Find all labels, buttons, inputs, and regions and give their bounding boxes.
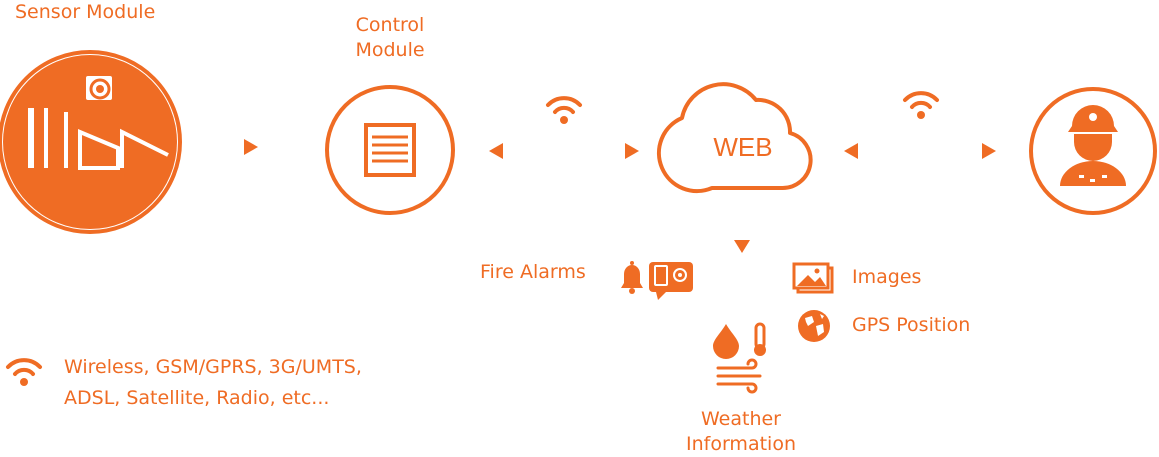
connectivity-legend-text: Wireless, GSM/GPRS, 3G/UMTS, ADSL, Satel… <box>64 352 362 414</box>
control-panel-icon <box>364 123 416 177</box>
legend-line1: Wireless, GSM/GPRS, 3G/UMTS, <box>64 356 362 378</box>
web-label: WEB <box>713 132 772 162</box>
wind-icon <box>716 358 762 394</box>
web-cloud-node: WEB <box>656 82 813 194</box>
camera-icon <box>79 72 116 118</box>
weather-label-line1: Weather <box>701 408 781 430</box>
images-icon <box>792 262 834 294</box>
cloud-icon <box>656 82 813 194</box>
factory-icon <box>3 55 177 229</box>
images-label: Images <box>852 266 922 288</box>
control-module-label-line2: Module <box>355 39 425 61</box>
weather-label-line2: Information <box>686 433 796 455</box>
arrow-left-web-to-control <box>489 143 503 159</box>
arrow-left-firefighter-to-web <box>844 143 858 159</box>
arrow-right-web-to-firefighter <box>982 143 996 159</box>
fire-alarms-label: Fire Alarms <box>480 261 586 283</box>
water-drop-icon <box>713 324 739 359</box>
weather-information-label: Weather Information <box>670 407 812 457</box>
control-module-circle <box>325 85 455 215</box>
arrow-right-sensor-to-control <box>244 139 258 155</box>
wifi-icon-legend <box>6 358 42 388</box>
sensor-module-label: Sensor Module <box>15 1 156 23</box>
bell-icon <box>621 261 643 294</box>
phone-message-icon <box>649 262 693 300</box>
firefighter-node <box>1029 87 1157 215</box>
arrow-down-web-to-outputs <box>734 240 750 253</box>
thermometer-icon <box>754 322 766 356</box>
wifi-icon-control-web <box>546 96 582 126</box>
control-module-label: Control Module <box>340 13 440 63</box>
firefighter-circle <box>1029 87 1157 215</box>
firefighter-icon <box>1060 105 1126 186</box>
gps-position-label: GPS Position <box>852 314 971 336</box>
wifi-icon-web-firefighter <box>903 91 939 121</box>
control-module-label-line1: Control <box>355 14 425 36</box>
legend-line2: ADSL, Satellite, Radio, etc... <box>64 387 330 409</box>
sensor-module-circle <box>0 50 182 234</box>
sensor-module-node <box>0 50 182 234</box>
control-module-node <box>325 85 455 215</box>
globe-icon <box>798 310 830 342</box>
arrow-right-control-to-web <box>625 143 639 159</box>
